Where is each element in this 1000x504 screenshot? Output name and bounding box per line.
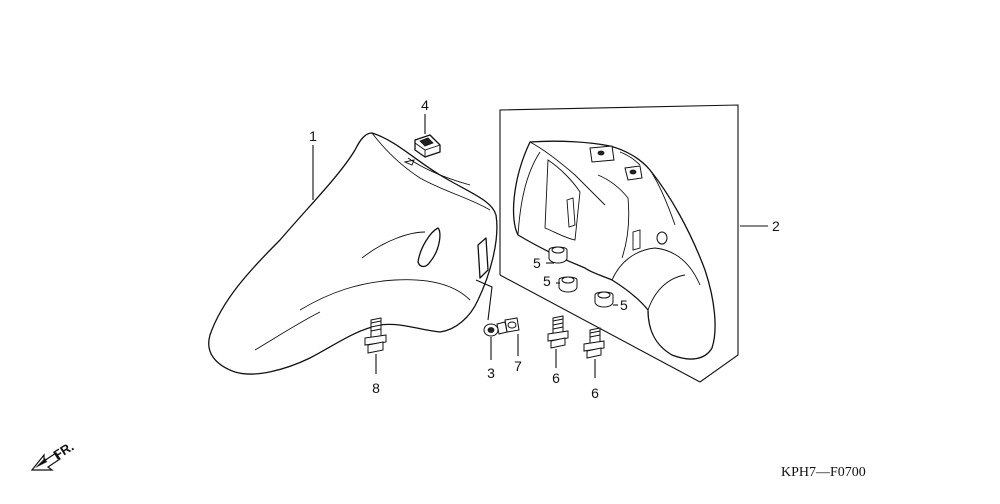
bolt-part-8 bbox=[364, 317, 387, 354]
callout-2: 2 bbox=[772, 218, 780, 234]
front-direction-arrow-icon bbox=[30, 452, 61, 471]
callout-1: 1 bbox=[309, 128, 317, 144]
drawing-code: KPH7—F0700 bbox=[781, 465, 866, 480]
callout-4: 4 bbox=[421, 97, 429, 113]
callout-5c: 5 bbox=[620, 297, 628, 313]
bolt-part-6b bbox=[583, 327, 605, 359]
washer-part-3 bbox=[483, 323, 499, 337]
callout-6b: 6 bbox=[591, 385, 599, 401]
grommet-part-5c bbox=[594, 291, 614, 308]
screw-part-7 bbox=[496, 317, 520, 335]
callout-3: 3 bbox=[487, 365, 495, 381]
front-fender-part-1 bbox=[208, 132, 498, 375]
callout-5b: 5 bbox=[543, 273, 551, 289]
bracket-line bbox=[475, 279, 493, 321]
grommet-part-5a bbox=[548, 246, 568, 264]
bolt-part-6a bbox=[547, 315, 569, 349]
inner-fender-part-2 bbox=[512, 140, 716, 360]
callout-7: 7 bbox=[514, 358, 522, 374]
callout-8: 8 bbox=[372, 380, 380, 396]
grommet-part-5b bbox=[558, 276, 578, 293]
callout-5a: 5 bbox=[533, 255, 541, 271]
clip-nut-part-4 bbox=[414, 134, 441, 158]
callout-6a: 6 bbox=[552, 370, 560, 386]
